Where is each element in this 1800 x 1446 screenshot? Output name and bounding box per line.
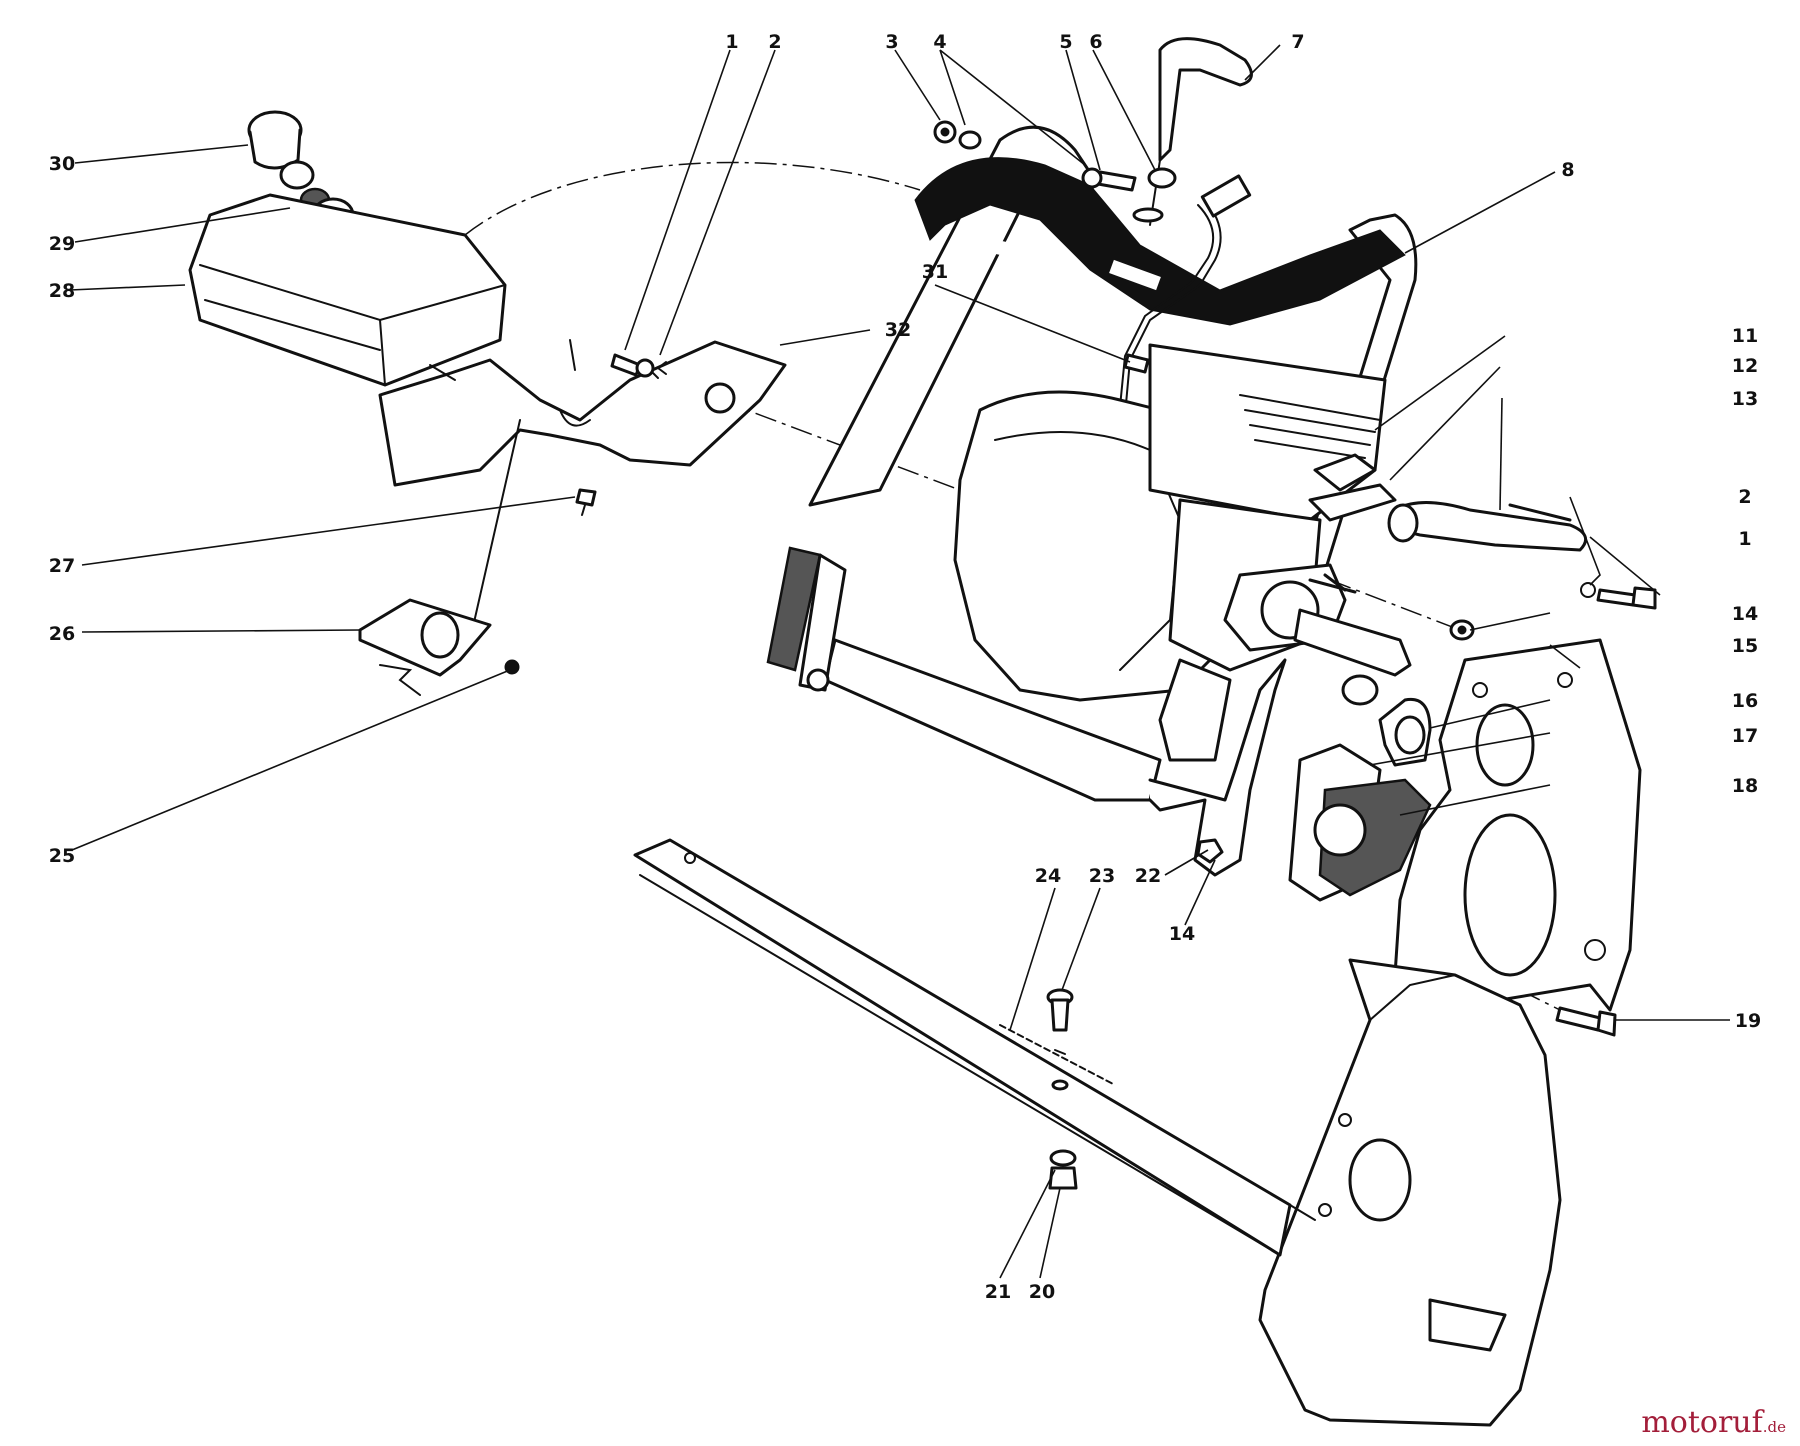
watermark-text: motoruf: [1641, 1405, 1763, 1440]
watermark-logo: motoruf.de: [1641, 1405, 1786, 1440]
scraper-bar: [633, 838, 1316, 1257]
callout-30: 30: [49, 153, 75, 175]
carriage-bolt-23: [1046, 988, 1074, 1091]
callout-1-lower: 1: [1738, 528, 1751, 550]
auger-housing-side: [1393, 638, 1642, 1022]
callout-14: 14: [1732, 603, 1758, 625]
callout-32: 32: [885, 319, 911, 341]
clamp-16: [1378, 697, 1432, 767]
callout-14-lower: 14: [1169, 923, 1195, 945]
callout-19: 19: [1735, 1010, 1761, 1032]
callout-16: 16: [1732, 690, 1758, 712]
engine: [953, 343, 1412, 702]
callout-20: 20: [1029, 1281, 1055, 1303]
fuel-tank: [188, 193, 507, 387]
callout-17: 17: [1732, 725, 1758, 747]
nut-22: [1196, 838, 1224, 864]
callout-28: 28: [49, 280, 75, 302]
bushing-31: [1123, 353, 1150, 374]
callout-12: 12: [1732, 355, 1758, 377]
hardware-3-6: [933, 120, 1177, 192]
bolt-1-lower: [1580, 582, 1657, 610]
tank-bracket: [378, 339, 787, 487]
callout-27: 27: [49, 555, 75, 577]
fuel-cap: [247, 110, 303, 170]
callout-29: 29: [49, 233, 75, 255]
callout-11: 11: [1732, 325, 1758, 347]
callout-5: 5: [1059, 31, 1072, 53]
handle-grip: [1387, 501, 1588, 552]
bolt-1-upper: [610, 353, 667, 379]
callout-15: 15: [1732, 635, 1758, 657]
leader-lines: [69, 44, 1730, 1279]
callout-3: 3: [885, 31, 898, 53]
auger-housing-lower: [1258, 958, 1562, 1427]
callout-4: 4: [933, 31, 946, 53]
callout-8: 8: [1561, 159, 1574, 181]
callout-22: 22: [1135, 865, 1161, 887]
callout-6: 6: [1089, 31, 1102, 53]
screw-27: [575, 488, 597, 516]
mounting-rod: [358, 419, 521, 696]
callout-13: 13: [1732, 388, 1758, 410]
callout-2: 2: [768, 31, 781, 53]
callout-25: 25: [49, 845, 75, 867]
callout-labels: 1 2 3 4 5 6 7 8 30 29 28 31 32 11 12 13 …: [49, 31, 1761, 1303]
callout-21: 21: [985, 1281, 1011, 1303]
gasket-12: [1308, 453, 1397, 522]
callout-1: 1: [725, 31, 738, 53]
starter-handle: [1132, 37, 1253, 226]
callout-18: 18: [1732, 775, 1758, 797]
callout-26: 26: [49, 623, 75, 645]
callout-31: 31: [922, 261, 948, 283]
watermark-suffix: .de: [1762, 1418, 1786, 1436]
frame-foot: [766, 546, 847, 692]
callout-23: 23: [1089, 865, 1115, 887]
callout-7: 7: [1291, 31, 1304, 53]
cable-harness: [1088, 174, 1252, 611]
nut-20-21: [1048, 1149, 1078, 1190]
callout-24: 24: [1035, 865, 1061, 887]
bolt-19: [1555, 1006, 1617, 1037]
washer-14: [1449, 619, 1475, 641]
callout-2-lower: 2: [1738, 486, 1751, 508]
lower-frame-tube: [823, 638, 1379, 877]
bearing-plate-17: [1288, 743, 1432, 902]
